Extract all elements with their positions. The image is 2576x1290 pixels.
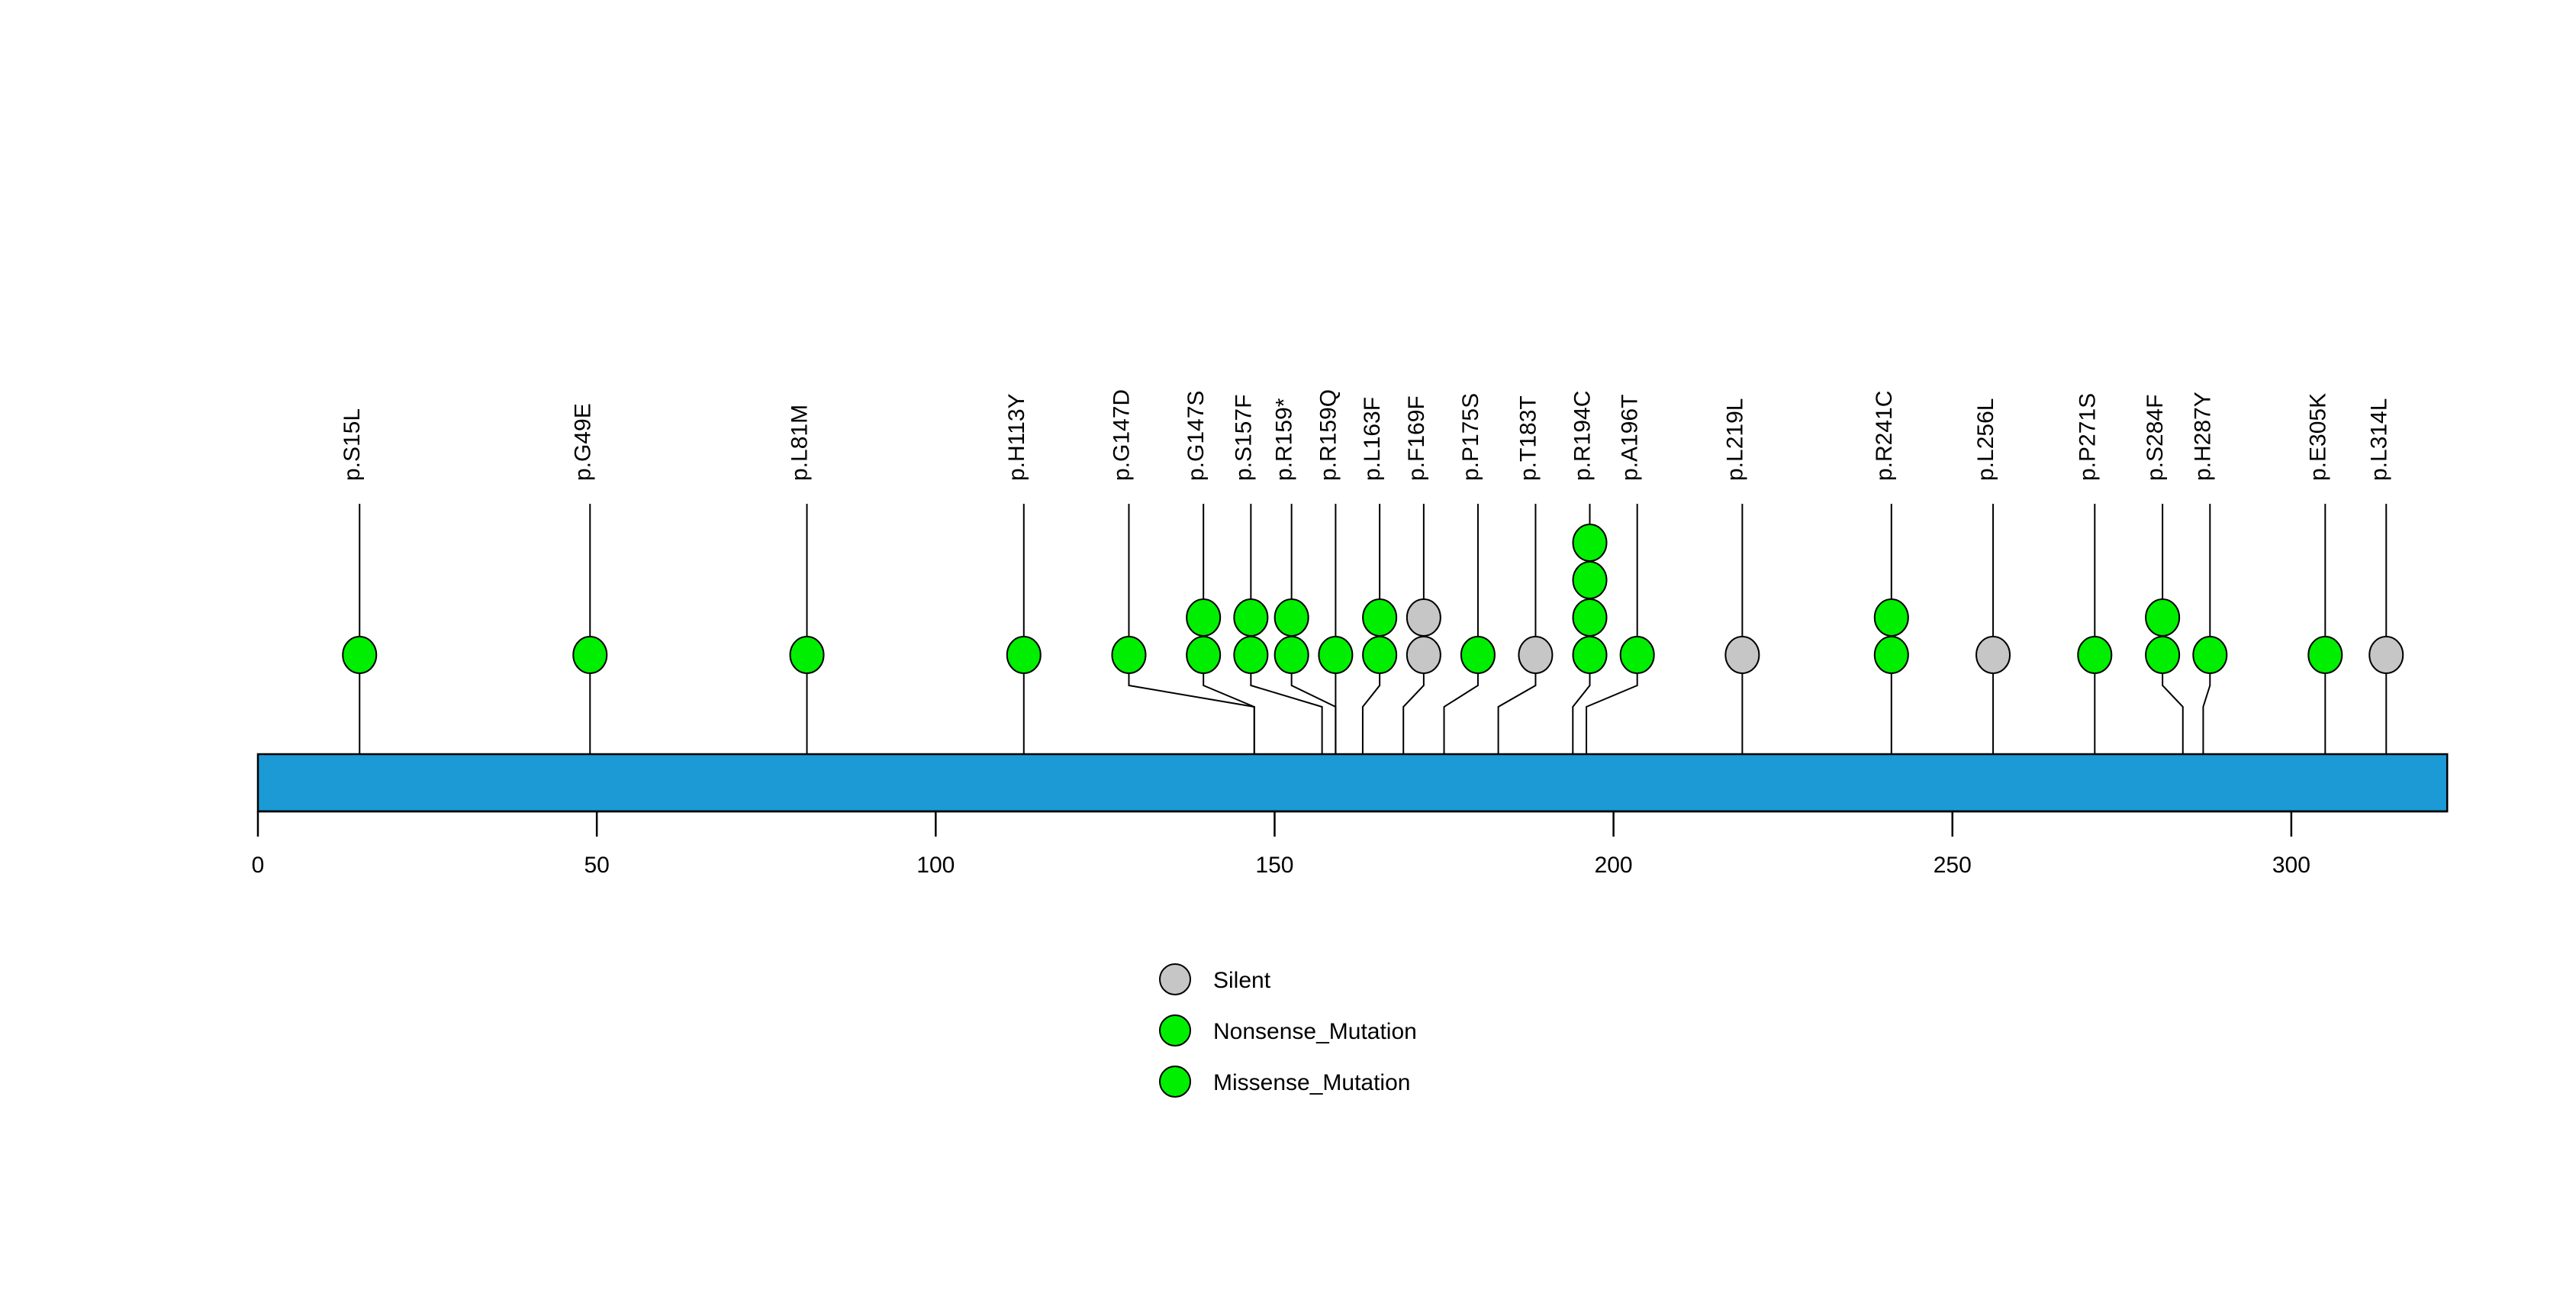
mutation-label[interactable]: p.R241C bbox=[1872, 391, 1897, 481]
protein-domain-bar-group bbox=[256, 753, 2449, 813]
mutation-dot[interactable] bbox=[1406, 636, 1441, 674]
mutation-label[interactable]: p.L314L bbox=[2366, 398, 2391, 481]
mutation-dot[interactable] bbox=[1518, 636, 1554, 674]
mutation-label[interactable]: p.R194C bbox=[1570, 391, 1596, 481]
mutation-label[interactable]: p.H287Y bbox=[2190, 392, 2215, 481]
mutation-dot[interactable] bbox=[2368, 636, 2404, 674]
mutation-label[interactable]: p.S284F bbox=[2143, 395, 2168, 481]
mutation-label[interactable]: p.L256L bbox=[1973, 398, 1998, 481]
x-axis-tick-label: 200 bbox=[1595, 853, 1633, 878]
mutation-label[interactable]: p.L81M bbox=[787, 405, 813, 481]
x-axis-tick-label: 150 bbox=[1255, 853, 1293, 878]
legend-swatch[interactable] bbox=[1159, 1066, 1191, 1098]
mutation-label[interactable]: p.L219L bbox=[1722, 398, 1747, 481]
mutation-dot[interactable] bbox=[1460, 636, 1496, 674]
mutation-label[interactable]: p.F169F bbox=[1404, 395, 1429, 481]
legend-label[interactable]: Nonsense_Mutation bbox=[1213, 1019, 1417, 1044]
mutation-dot[interactable] bbox=[1572, 636, 1608, 674]
mutation-dot[interactable] bbox=[1274, 636, 1309, 674]
mutation-label[interactable]: p.P271S bbox=[2075, 393, 2100, 481]
mutation-label[interactable]: p.H113Y bbox=[1004, 393, 1029, 481]
mutation-dot[interactable] bbox=[572, 636, 608, 674]
mutation-label[interactable]: p.L163F bbox=[1360, 397, 1385, 481]
mutation-labels-group: p.S15L p.G49E p.L81M p.H113Y p.G147D p.G147S p… bbox=[340, 389, 2391, 481]
mutation-dot[interactable] bbox=[1873, 636, 1909, 674]
mutation-dot[interactable] bbox=[1233, 636, 1269, 674]
mutation-dot[interactable] bbox=[1233, 598, 1269, 637]
mutation-label[interactable]: p.R159* bbox=[1272, 398, 1297, 481]
mutation-dot[interactable] bbox=[789, 636, 825, 674]
mutation-label[interactable]: p.R159Q bbox=[1315, 389, 1341, 481]
mutation-dot[interactable] bbox=[2145, 598, 2181, 637]
mutation-dot[interactable] bbox=[1619, 636, 1655, 674]
mutation-dot[interactable] bbox=[1572, 598, 1608, 637]
protein-backbone-bar[interactable] bbox=[256, 753, 2449, 813]
mutation-dot[interactable] bbox=[1572, 524, 1608, 562]
x-axis-tick-label: 250 bbox=[1934, 853, 1972, 878]
mutation-dot[interactable] bbox=[342, 636, 378, 674]
legend-swatch[interactable] bbox=[1159, 1014, 1191, 1047]
mutation-label[interactable]: p.E305K bbox=[2305, 393, 2330, 481]
mutation-label[interactable]: p.G49E bbox=[570, 403, 595, 481]
mutation-dot[interactable] bbox=[1406, 598, 1441, 637]
legend-swatch[interactable] bbox=[1159, 963, 1191, 995]
mutation-label[interactable]: p.G147S bbox=[1183, 391, 1209, 481]
mutation-dot[interactable] bbox=[1111, 636, 1147, 674]
mutation-dot[interactable] bbox=[2192, 636, 2228, 674]
mutation-dot[interactable] bbox=[1362, 636, 1398, 674]
mutation-dot[interactable] bbox=[1572, 561, 1608, 599]
mutation-dot[interactable] bbox=[1006, 636, 1042, 674]
mutation-dot[interactable] bbox=[1274, 598, 1309, 637]
mutation-label[interactable]: p.A196T bbox=[1618, 395, 1643, 481]
mutation-label[interactable]: p.T183T bbox=[1515, 395, 1541, 481]
mutation-dot[interactable] bbox=[2145, 636, 2181, 674]
legend-label[interactable]: Missense_Mutation bbox=[1213, 1070, 1410, 1095]
mutation-dot[interactable] bbox=[1362, 598, 1398, 637]
mutation-dot[interactable] bbox=[1186, 598, 1222, 637]
mutation-dot[interactable] bbox=[1873, 598, 1909, 637]
x-axis-tick-label: 50 bbox=[584, 853, 609, 878]
mutation-dot[interactable] bbox=[2077, 636, 2113, 674]
mutation-label[interactable]: p.P175S bbox=[1458, 393, 1483, 481]
mutation-dot[interactable] bbox=[1186, 636, 1222, 674]
x-axis-group: 0 50 100 150 200 250 300 bbox=[252, 810, 2448, 878]
mutation-label[interactable]: p.S157F bbox=[1231, 395, 1256, 481]
mutation-dot[interactable] bbox=[1724, 636, 1760, 674]
mutation-label[interactable]: p.S15L bbox=[340, 408, 365, 481]
x-axis-tick-label: 300 bbox=[2272, 853, 2310, 878]
x-axis-tick-label: 0 bbox=[252, 853, 265, 878]
mutation-label[interactable]: p.G147D bbox=[1109, 389, 1134, 481]
mutation-dot[interactable] bbox=[1975, 636, 2011, 674]
x-axis-tick-label: 100 bbox=[916, 853, 955, 878]
mutation-dot[interactable] bbox=[2307, 636, 2343, 674]
mutation-dots-group bbox=[342, 524, 2404, 674]
legend-label[interactable]: Silent bbox=[1213, 968, 1271, 993]
mutation-dot[interactable] bbox=[1318, 636, 1354, 674]
